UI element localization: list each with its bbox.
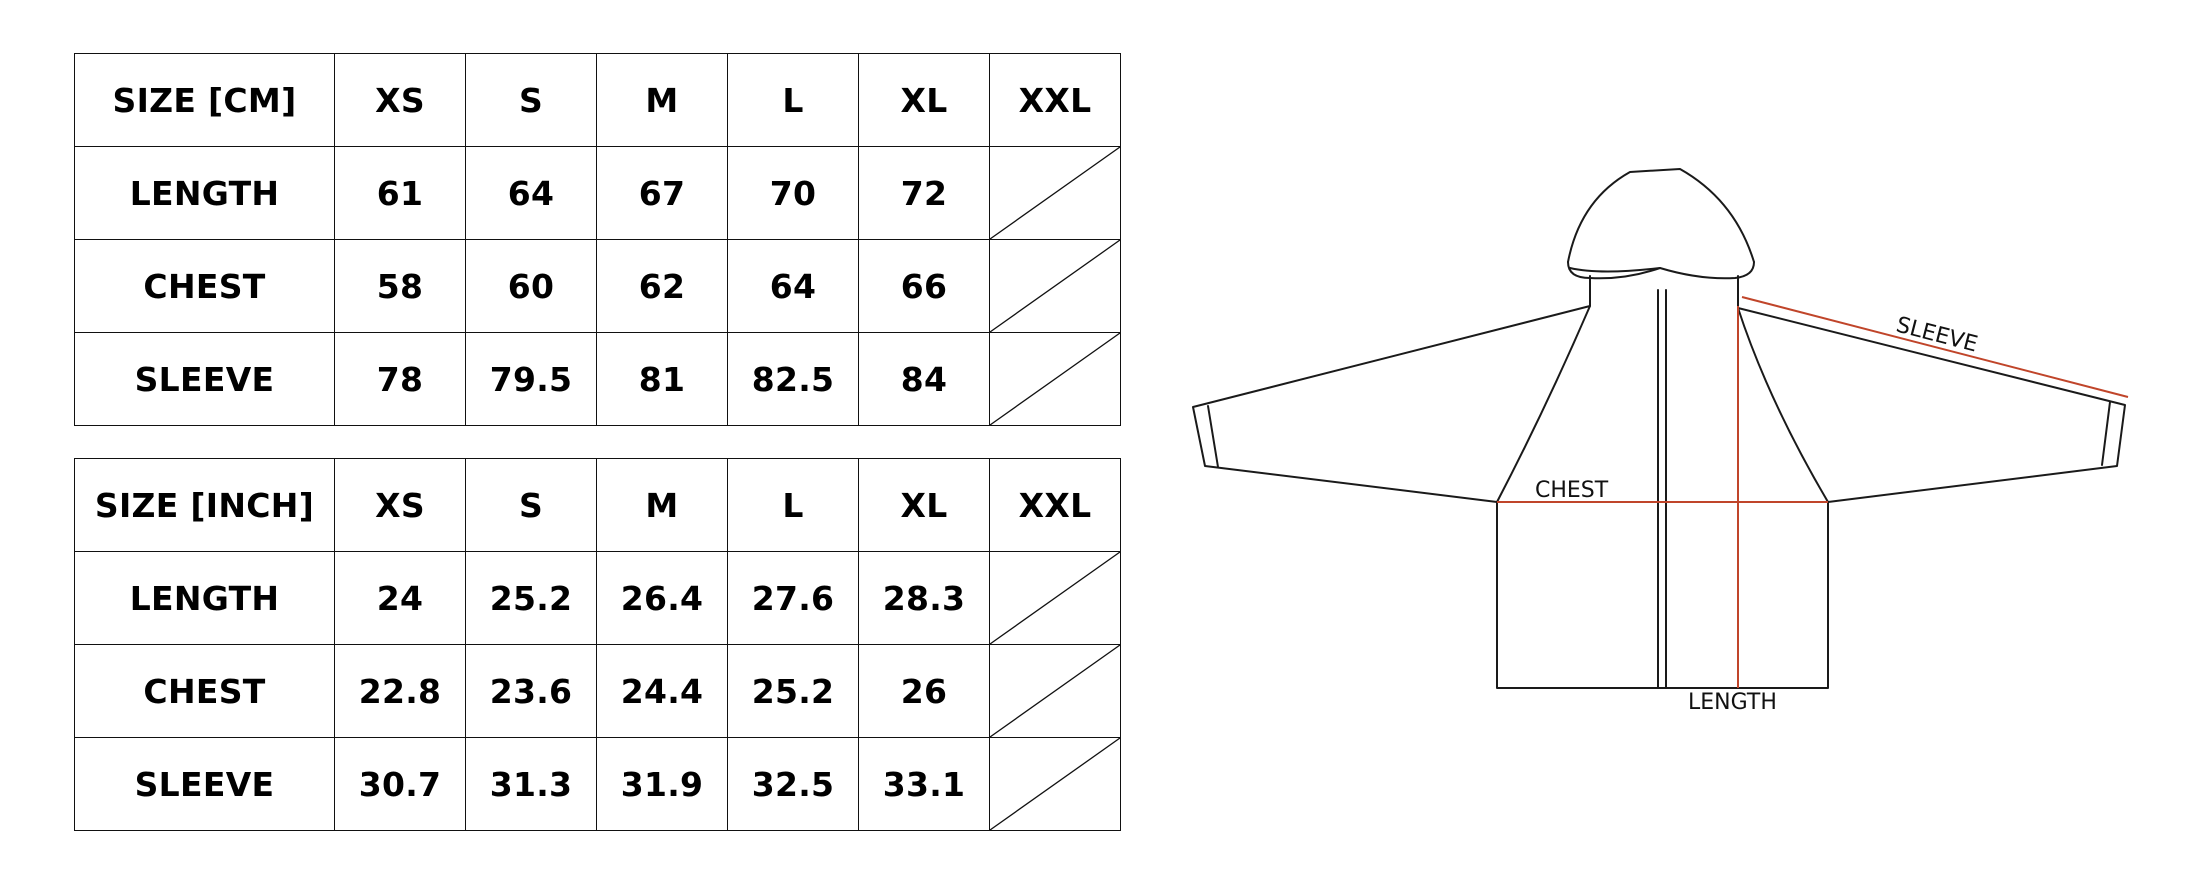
size-header-xxl: XXL bbox=[989, 53, 1121, 147]
row-label-chest: CHEST bbox=[74, 239, 335, 333]
table-header-row: SIZE [CM] XS S M L XL XXL bbox=[74, 53, 1121, 147]
table-row: SLEEVE 78 79.5 81 82.5 84 bbox=[74, 332, 1121, 426]
body-outline bbox=[1496, 275, 1829, 689]
table-cell: 31.3 bbox=[465, 737, 597, 831]
table-cell: 72 bbox=[858, 146, 990, 240]
chest-label: CHEST bbox=[1535, 478, 1609, 503]
size-header-xl: XL bbox=[858, 53, 990, 147]
table-cell: 70 bbox=[727, 146, 859, 240]
size-table-cm: SIZE [CM] XS S M L XL XXL LENGTH 61 64 6… bbox=[74, 53, 1121, 426]
length-label: LENGTH bbox=[1688, 690, 1777, 715]
table-header-label: SIZE [CM] bbox=[74, 53, 335, 147]
size-header-xxl: XXL bbox=[989, 458, 1121, 552]
table-row: LENGTH 24 25.2 26.4 27.6 28.3 bbox=[74, 551, 1121, 645]
size-header-xl: XL bbox=[858, 458, 990, 552]
table-row: CHEST 22.8 23.6 24.4 25.2 26 bbox=[74, 644, 1121, 738]
empty-cell-slash bbox=[989, 737, 1121, 831]
table-cell: 84 bbox=[858, 332, 990, 426]
table-cell: 82.5 bbox=[727, 332, 859, 426]
hood-outline bbox=[1567, 168, 1755, 263]
table-cell: 22.8 bbox=[334, 644, 466, 738]
empty-cell-slash bbox=[989, 332, 1121, 426]
table-cell: 25.2 bbox=[465, 551, 597, 645]
table-cell: 58 bbox=[334, 239, 466, 333]
table-cell: 26 bbox=[858, 644, 990, 738]
table-cell: 28.3 bbox=[858, 551, 990, 645]
row-label-sleeve: SLEEVE bbox=[74, 737, 335, 831]
size-header-s: S bbox=[465, 458, 597, 552]
table-cell: 79.5 bbox=[465, 332, 597, 426]
hood-rim bbox=[1567, 261, 1755, 280]
table-cell: 64 bbox=[465, 146, 597, 240]
row-label-length: LENGTH bbox=[74, 146, 335, 240]
hood-inner-line bbox=[1569, 267, 1661, 273]
table-cell: 64 bbox=[727, 239, 859, 333]
table-cell: 24 bbox=[334, 551, 466, 645]
size-header-l: L bbox=[727, 53, 859, 147]
empty-cell-slash bbox=[989, 239, 1121, 333]
table-cell: 26.4 bbox=[596, 551, 728, 645]
table-cell: 78 bbox=[334, 332, 466, 426]
table-cell: 62 bbox=[596, 239, 728, 333]
row-label-length: LENGTH bbox=[74, 551, 335, 645]
table-cell: 66 bbox=[858, 239, 990, 333]
right-sleeve-outline bbox=[1737, 307, 2126, 503]
size-header-xs: XS bbox=[334, 458, 466, 552]
size-header-m: M bbox=[596, 458, 728, 552]
left-cuff-line bbox=[1207, 405, 1219, 468]
table-cell: 23.6 bbox=[465, 644, 597, 738]
table-cell: 24.4 bbox=[596, 644, 728, 738]
table-cell: 81 bbox=[596, 332, 728, 426]
row-label-sleeve: SLEEVE bbox=[74, 332, 335, 426]
table-cell: 32.5 bbox=[727, 737, 859, 831]
table-row: LENGTH 61 64 67 70 72 bbox=[74, 146, 1121, 240]
size-header-m: M bbox=[596, 53, 728, 147]
size-header-l: L bbox=[727, 458, 859, 552]
right-cuff-line bbox=[2101, 401, 2111, 466]
table-cell: 25.2 bbox=[727, 644, 859, 738]
table-row: CHEST 58 60 62 64 66 bbox=[74, 239, 1121, 333]
sleeve-measure-line bbox=[1741, 296, 2129, 398]
left-sleeve-outline bbox=[1192, 305, 1591, 503]
size-header-s: S bbox=[465, 53, 597, 147]
table-cell: 33.1 bbox=[858, 737, 990, 831]
table-cell: 31.9 bbox=[596, 737, 728, 831]
empty-cell-slash bbox=[989, 644, 1121, 738]
size-header-xs: XS bbox=[334, 53, 466, 147]
size-table-inch: SIZE [INCH] XS S M L XL XXL LENGTH 24 25… bbox=[74, 458, 1121, 831]
row-label-chest: CHEST bbox=[74, 644, 335, 738]
table-row: SLEEVE 30.7 31.3 31.9 32.5 33.1 bbox=[74, 737, 1121, 831]
table-header-label: SIZE [INCH] bbox=[74, 458, 335, 552]
table-cell: 60 bbox=[465, 239, 597, 333]
table-cell: 61 bbox=[334, 146, 466, 240]
empty-cell-slash bbox=[989, 551, 1121, 645]
hoodie-measurement-diagram: CHEST LENGTH SLEEVE bbox=[1192, 168, 2129, 715]
empty-cell-slash bbox=[989, 146, 1121, 240]
table-cell: 27.6 bbox=[727, 551, 859, 645]
table-cell: 67 bbox=[596, 146, 728, 240]
table-cell: 30.7 bbox=[334, 737, 466, 831]
table-header-row: SIZE [INCH] XS S M L XL XXL bbox=[74, 458, 1121, 552]
